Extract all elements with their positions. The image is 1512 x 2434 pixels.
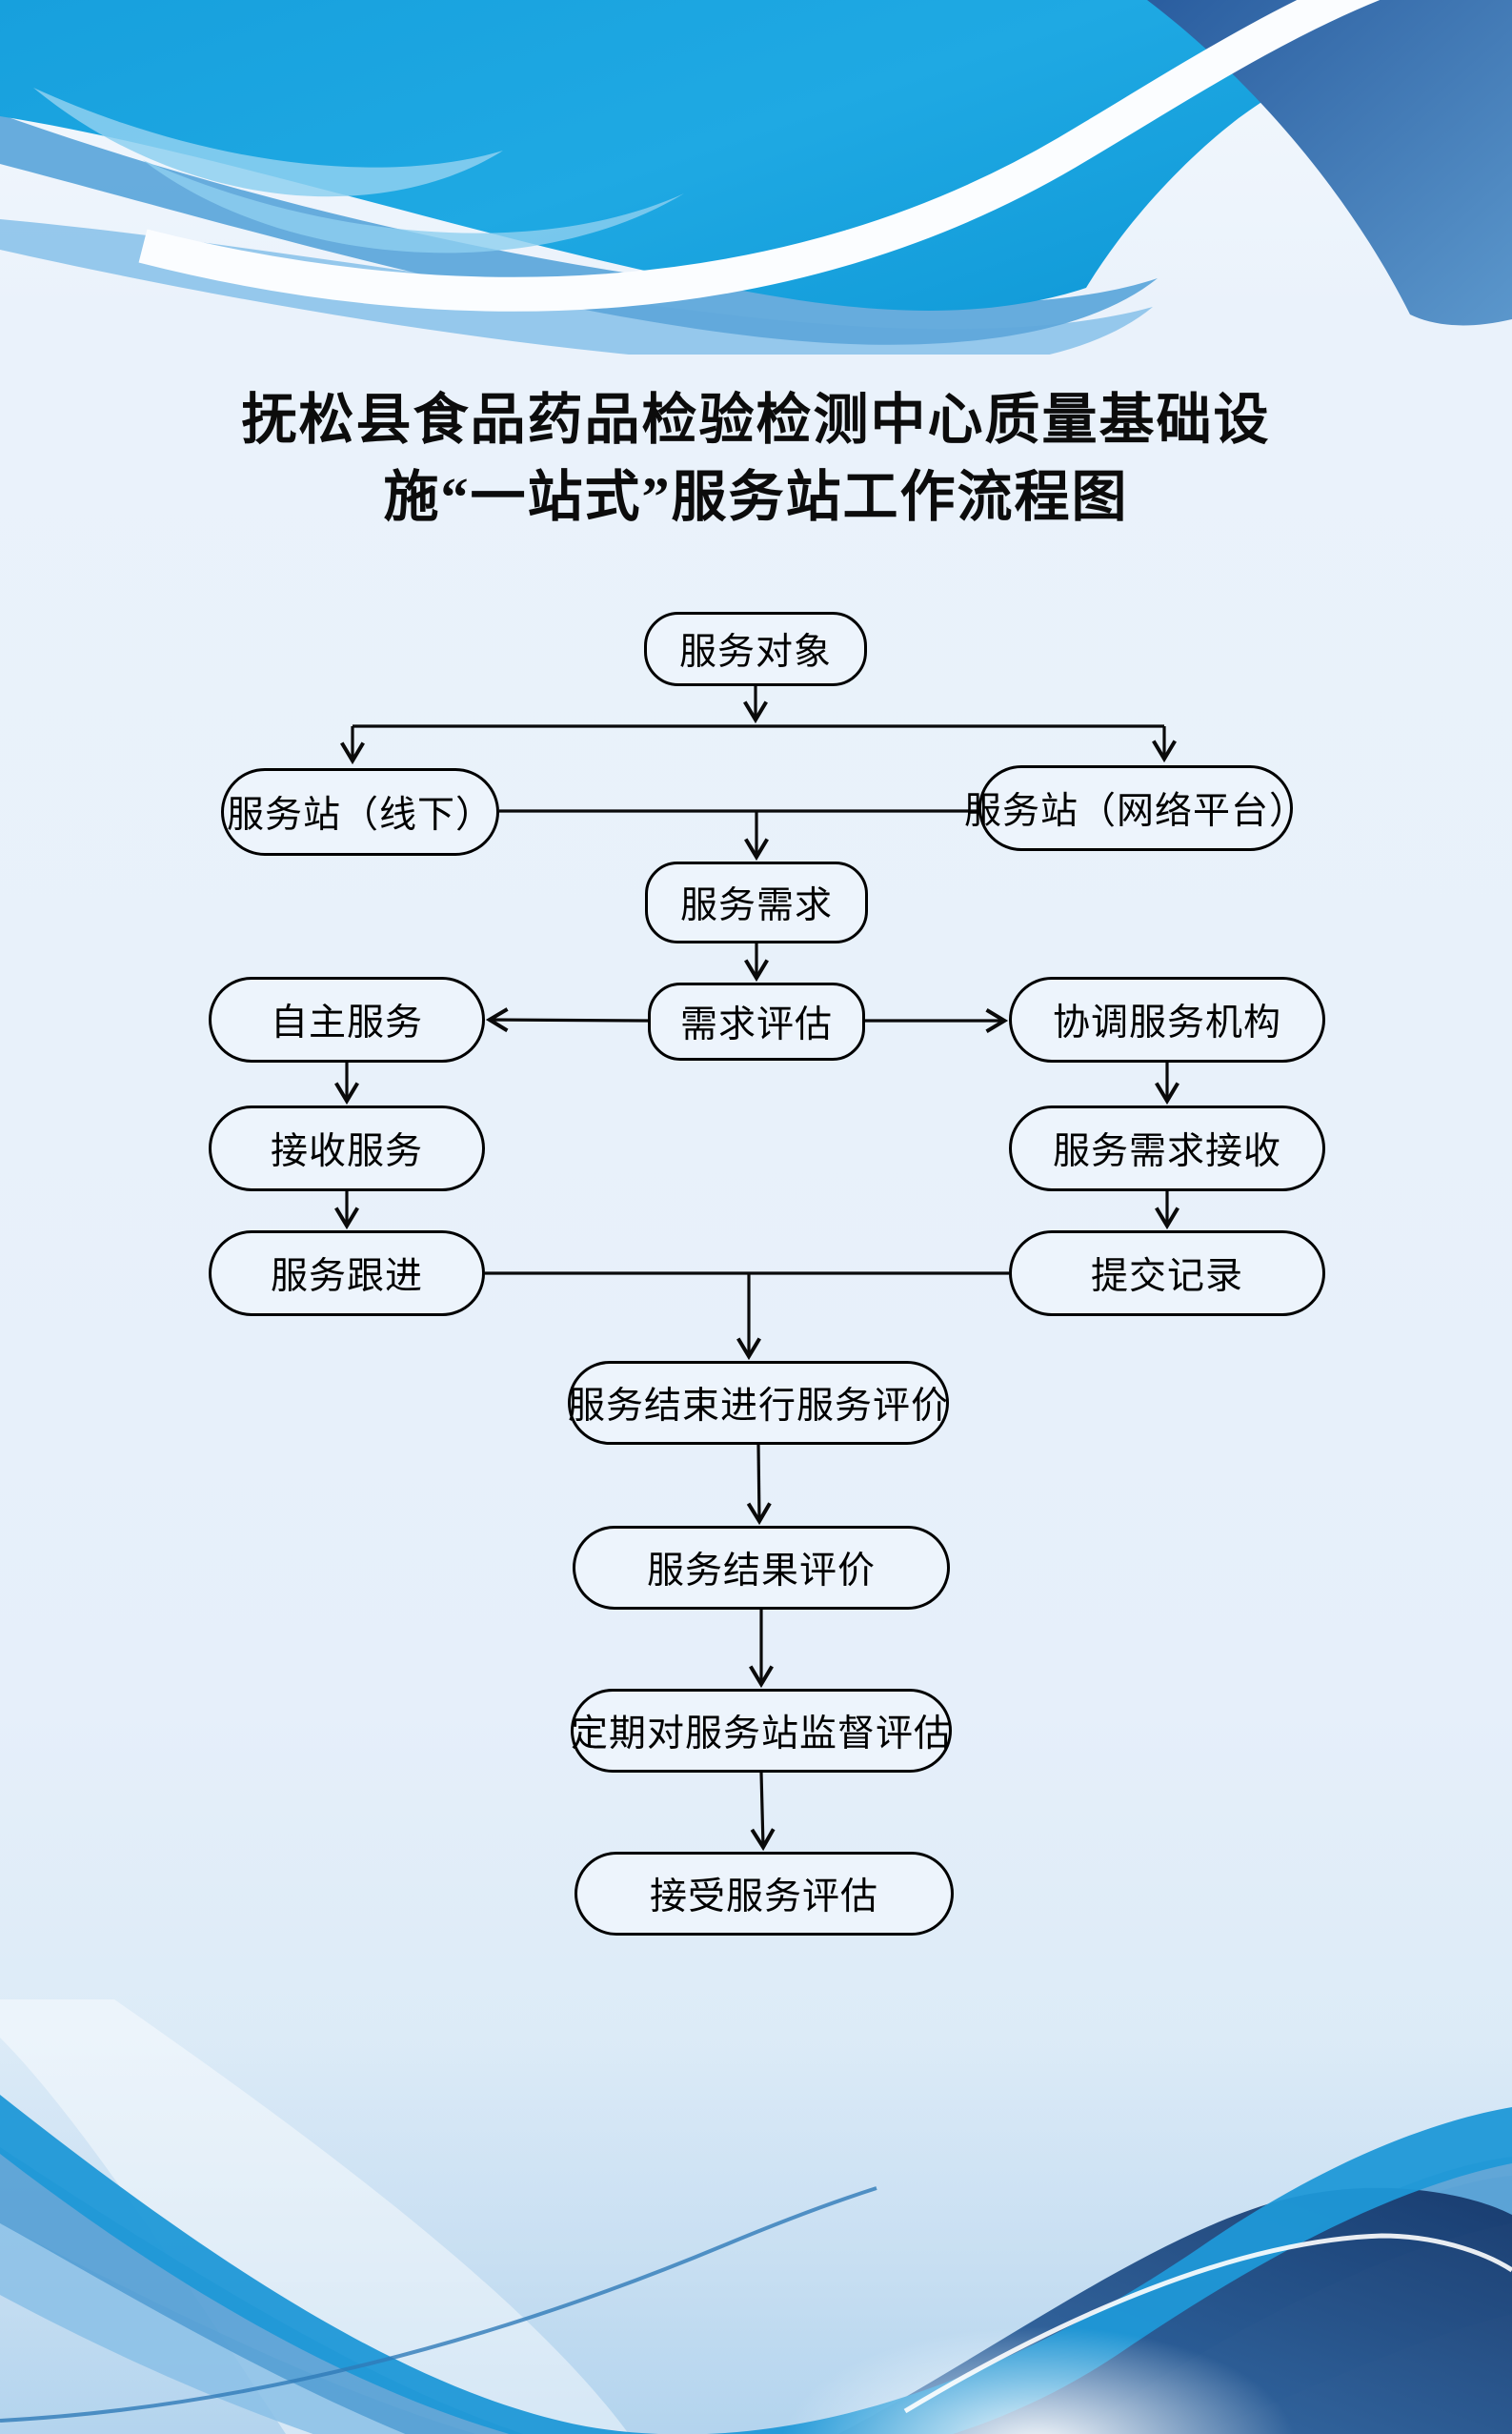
flow-node-service-follow-up: 服务跟进: [209, 1230, 485, 1316]
wave-white-band: [138, 0, 1381, 312]
flow-node-result-evaluation: 服务结果评价: [573, 1526, 950, 1610]
flow-node-coordinate-agency: 协调服务机构: [1009, 977, 1325, 1063]
white-glow: [782, 2326, 1295, 2434]
flow-node-service-target: 服务对象: [644, 612, 867, 686]
flow-node-demand-reception: 服务需求接收: [1009, 1105, 1325, 1191]
wave-crescent-1: [33, 88, 503, 197]
wave-light-outer: [0, 219, 1153, 355]
flow-node-periodic-supervision: 定期对服务站监督评估: [571, 1689, 952, 1773]
poster-title-line1: 抚松县食品药品检验检测中心质量基础设: [241, 389, 1271, 451]
bottom-wave-decoration: [0, 1999, 1512, 2434]
top-wave-decoration: [0, 0, 1512, 355]
white-swath: [0, 1999, 629, 2434]
wave-azure-field: [0, 0, 1512, 311]
flow-node-station-offline: 服务站（线下）: [221, 768, 499, 856]
flow-node-end-evaluation: 服务结束进行服务评价: [568, 1361, 949, 1445]
flow-node-receive-service: 接收服务: [209, 1105, 485, 1191]
edge-end-to-result: [746, 1444, 772, 1526]
edge-periodic-to-accept: [750, 1772, 776, 1852]
flow-node-demand-assessment: 需求评估: [648, 983, 865, 1061]
thin-blue-line: [0, 2186, 877, 2423]
flow-node-accept-evaluation: 接受服务评估: [575, 1852, 954, 1936]
flow-node-submit-record: 提交记录: [1009, 1230, 1325, 1316]
poster-title-line2: 施“一站式”服务站工作流程图: [383, 466, 1129, 528]
wave-crescent-2: [143, 160, 684, 254]
ribbon-bright: [0, 2095, 1512, 2434]
flow-node-station-online: 服务站（网络平台）: [964, 765, 1306, 851]
flow-node-self-service: 自主服务: [209, 977, 485, 1063]
poster-title: 抚松县食品药品检验检测中心质量基础设 施“一站式”服务站工作流程图: [0, 381, 1512, 536]
flow-node-service-demand: 服务需求: [645, 862, 868, 943]
wave-navy-corner: [1147, 0, 1512, 326]
edge-assess-to-self: [485, 1007, 649, 1033]
